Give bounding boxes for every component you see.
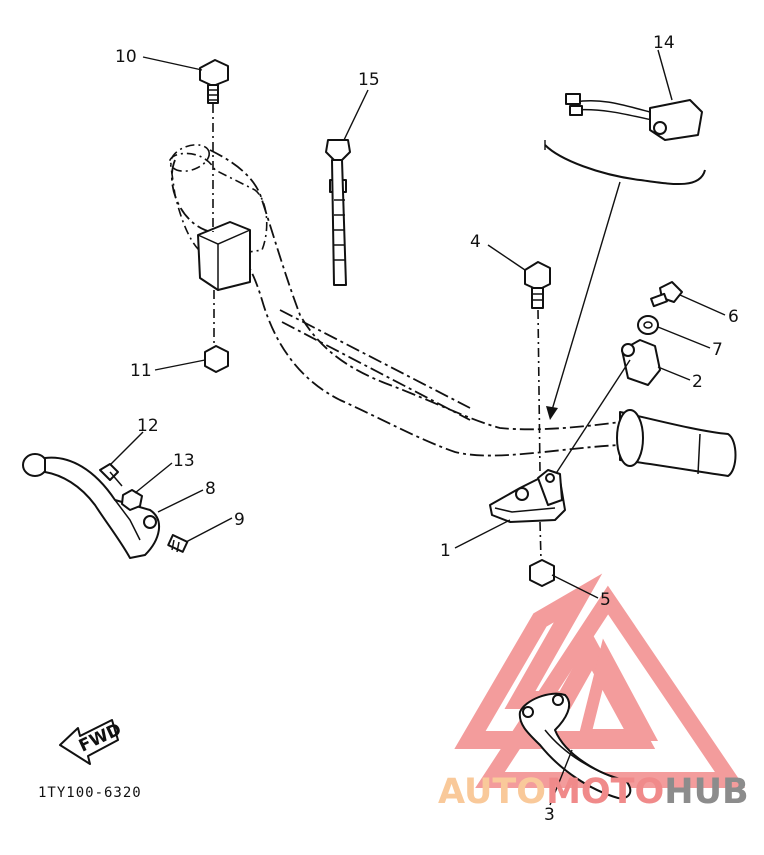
callout-9: 9 xyxy=(234,510,245,530)
handlebar xyxy=(169,144,621,457)
clamp-2 xyxy=(554,339,661,476)
callout-15: 15 xyxy=(358,70,380,90)
watermark-logo xyxy=(454,573,746,788)
left-grip-housing xyxy=(169,152,268,291)
callout-3: 3 xyxy=(544,805,555,825)
lever-3 xyxy=(518,692,632,800)
callout-5: 5 xyxy=(600,590,611,610)
callout-14: 14 xyxy=(653,33,675,53)
screw-9 xyxy=(167,534,189,553)
bolt-12 xyxy=(99,463,123,487)
right-grip xyxy=(616,409,737,477)
washer-7 xyxy=(637,315,659,335)
callout-8: 8 xyxy=(205,479,216,499)
lever-bracket-1 xyxy=(489,469,566,523)
watermark-hub: HUB xyxy=(664,772,748,812)
callout-13: 13 xyxy=(173,451,195,471)
watermark-text: AUTOMOTOHUB xyxy=(438,772,749,812)
screw-6 xyxy=(650,281,683,308)
callout-6: 6 xyxy=(728,307,739,327)
bolt-10 xyxy=(199,59,229,232)
nut-13 xyxy=(121,489,143,511)
watermark-auto: AUTO xyxy=(438,772,546,812)
callout-2: 2 xyxy=(692,372,703,392)
leader-lines xyxy=(109,49,726,806)
nut-11 xyxy=(204,290,229,373)
nut-5 xyxy=(529,521,555,587)
callout-1: 1 xyxy=(440,541,451,561)
callout-12: 12 xyxy=(137,416,159,436)
fwd-arrow: FWD xyxy=(59,719,125,765)
callout-7: 7 xyxy=(712,340,723,360)
bolt-4 xyxy=(524,261,551,473)
cable-tie-15 xyxy=(325,139,351,286)
callout-11: 11 xyxy=(130,361,152,381)
callout-4: 4 xyxy=(470,232,481,252)
diagram-code: 1TY100-6320 xyxy=(38,785,142,801)
switch-14 xyxy=(544,93,706,420)
left-lever-8 xyxy=(22,453,160,559)
callout-10: 10 xyxy=(115,47,137,67)
svg-text:AUTOMOTOHUB: AUTOMOTOHUB xyxy=(438,772,749,812)
watermark-moto: MOTO xyxy=(546,772,664,812)
